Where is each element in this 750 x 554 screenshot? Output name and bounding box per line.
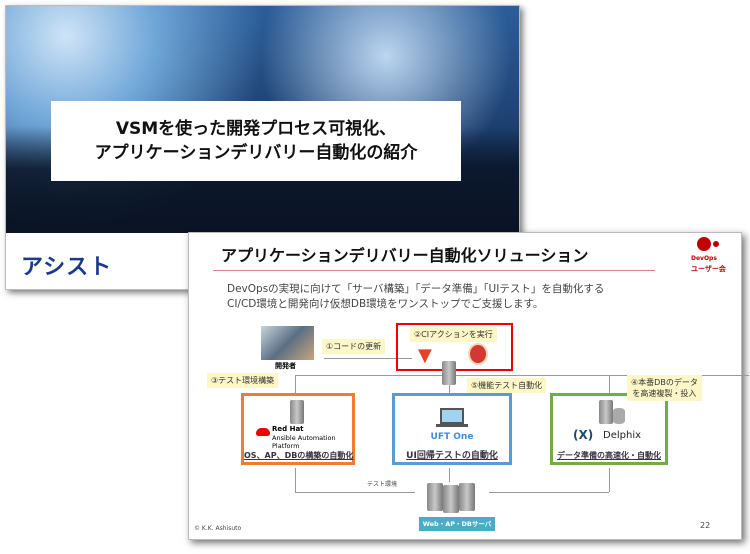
front-slide: アプリケーションデリバリー自動化ソリューション DevOps ユーザー会 Dev… (188, 232, 749, 540)
delphix-brand: Delphix (603, 430, 642, 441)
badge-dot-icon (713, 241, 719, 247)
assist-logo: アシスト (21, 255, 113, 280)
page-number: 22 (700, 521, 711, 530)
developer-photo (261, 326, 314, 360)
redhat-caption: OS、AP、DBの構築の自動化 (244, 451, 354, 460)
devops-badge: DevOps ユーザー会 (689, 237, 739, 279)
copyright: © K.K. Ashisuto (194, 525, 242, 532)
uft-brand: UFT One (430, 432, 474, 442)
laptop-base (436, 424, 468, 427)
redhat-product-2: Platform (272, 442, 300, 450)
connector-right (609, 375, 610, 393)
arrow-to-servers-center (449, 468, 450, 482)
step2-label: ②CIアクションを実行 (410, 327, 497, 342)
connector-bottom-left (295, 468, 296, 492)
back-slide-title: VSMを使った開発プロセス可視化、 アプリケーションデリバリー自動化の紹介 (51, 101, 461, 181)
test-env-label: テスト環境 (367, 481, 398, 488)
laptop-icon (440, 408, 464, 424)
connector-left (295, 375, 296, 393)
arrow-code-update (324, 358, 412, 359)
connector-center (449, 383, 450, 393)
slide-title: アプリケーションデリバリー自動化ソリューション (221, 246, 589, 265)
step3-label: ③テスト環境構築 (207, 373, 279, 388)
badge-dot-icon (697, 237, 711, 251)
jenkins-icon (468, 343, 488, 365)
arrow-to-servers-right (489, 492, 609, 493)
redhat-box: Red Hat Ansible Automation Platform OS、A… (241, 393, 355, 465)
badge-line-2: ユーザー会 (691, 265, 726, 273)
intro-line-2: CI/CD環境と開発向け仮想DB環境をワンストップでご支援します。 (227, 298, 544, 310)
title-line-1: VSMを使った開発プロセス可視化、 (115, 119, 397, 139)
delphix-logo-icon: (X) (573, 428, 594, 442)
redhat-logo-icon (256, 428, 270, 436)
step5-label: ⑤機能テスト自動化 (467, 378, 547, 393)
server-icon (427, 483, 443, 511)
back-slide: VSMを使った開発プロセス可視化、 アプリケーションデリバリー自動化の紹介 アシ… (5, 5, 520, 290)
title-underline (213, 270, 655, 271)
step4-line-2: を高速複製・投入 (632, 389, 697, 398)
uft-caption: UI回帰テストの自動化 (406, 451, 498, 461)
step4-line-1: ④本番DBのデータ (631, 378, 698, 387)
arrow-to-servers-left (295, 492, 415, 493)
connector-bottom-right (609, 468, 610, 492)
delphix-box: (X) Delphix データ準備の高速化・自動化 (550, 393, 668, 465)
redhat-brand: Red Hat (272, 425, 304, 433)
title-line-2: アプリケーションデリバリー自動化の紹介 (94, 143, 418, 163)
server-icon (599, 400, 613, 424)
uft-box: UFT One UI回帰テストの自動化 (392, 393, 512, 465)
database-icon (613, 408, 625, 424)
server-label: Web・AP・DBサーバ (419, 517, 495, 531)
ci-server-icon (442, 361, 456, 385)
intro-line-1: DevOpsの実現に向けて「サーバ構築」「データ準備」「UIテスト」を自動化する (227, 283, 605, 295)
gitlab-icon: ▼ (418, 345, 432, 366)
step4-label: ④本番DBのデータを高速複製・投入 (627, 375, 702, 401)
badge-line-1: DevOps (691, 255, 717, 262)
delphix-caption: データ準備の高速化・自動化 (557, 451, 661, 460)
ci-action-box: ②CIアクションを実行 ▼ (396, 323, 513, 371)
step1-label: ①コードの更新 (322, 339, 386, 354)
redhat-product-1: Ansible Automation (272, 434, 336, 442)
developer-label: 開発者 (275, 362, 296, 370)
server-icon (443, 485, 459, 513)
connector-top (295, 375, 749, 376)
server-icon (290, 400, 304, 424)
server-icon (459, 483, 475, 511)
